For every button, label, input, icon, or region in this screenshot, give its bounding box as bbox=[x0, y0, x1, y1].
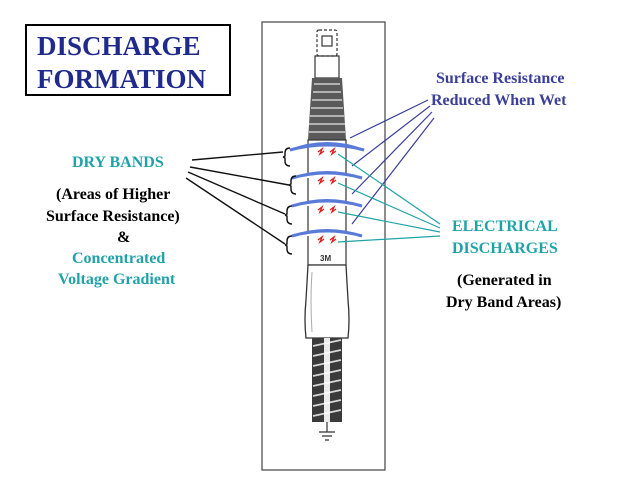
title-box: DISCHARGE FORMATION bbox=[25, 24, 231, 96]
concentrated-label: Concentrated bbox=[72, 250, 166, 267]
discharge-leaders bbox=[337, 153, 441, 243]
connector-lug bbox=[314, 29, 340, 79]
generated-in-label: (Generated in bbox=[457, 272, 552, 289]
ampersand-label: & bbox=[117, 229, 131, 246]
termination-marking: 3M bbox=[320, 254, 331, 263]
discharges-label: DISCHARGES bbox=[452, 240, 558, 257]
surface-resistance-label: Surface Resistance bbox=[436, 70, 565, 87]
dry-band-braces bbox=[282, 147, 297, 255]
areas-line-1: (Areas of Higher bbox=[56, 186, 171, 203]
ground-symbol bbox=[319, 422, 335, 441]
surface-resistance-leaders bbox=[349, 99, 435, 225]
upper-sleeve bbox=[308, 78, 346, 140]
reduced-when-wet-label: Reduced When Wet bbox=[431, 92, 567, 109]
dry-band-areas-label: Dry Band Areas) bbox=[446, 294, 562, 311]
title-line-1: DISCHARGE bbox=[37, 31, 201, 61]
electrical-label: ELECTRICAL bbox=[452, 218, 558, 235]
cable bbox=[312, 338, 342, 422]
title-line-2: FORMATION bbox=[37, 64, 206, 94]
dry-bands-label: DRY BANDS bbox=[72, 154, 164, 171]
discharge-sparks bbox=[317, 146, 337, 245]
areas-line-2: Surface Resistance) bbox=[46, 208, 180, 225]
stress-cone bbox=[304, 264, 350, 339]
illustration-frame bbox=[261, 21, 386, 471]
voltage-gradient-label: Voltage Gradient bbox=[58, 271, 176, 288]
sheds bbox=[289, 142, 365, 238]
dry-band-leaders bbox=[185, 151, 290, 245]
